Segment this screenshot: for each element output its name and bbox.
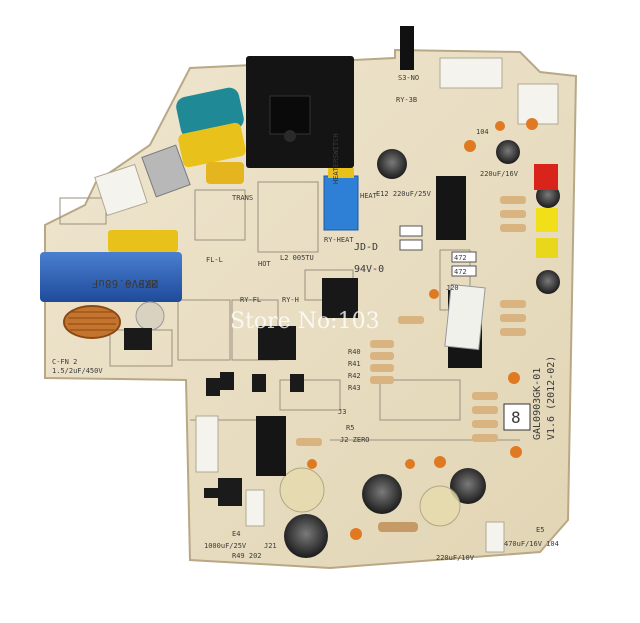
label-r42: R42	[348, 372, 361, 380]
electrolytic-cap-e4	[284, 514, 328, 558]
board-version: V1.6 (2012-02)	[546, 356, 557, 440]
translucent-cap-1	[279, 467, 325, 513]
resistors	[296, 196, 526, 532]
red-led	[534, 164, 558, 190]
eight-label: 8	[511, 408, 521, 427]
label-cap-note: 220uF/10V	[436, 554, 475, 562]
copper-inductor	[63, 305, 121, 339]
x-capacitor	[40, 252, 182, 302]
translucent-capacitor-left	[135, 301, 165, 331]
watermark-text: Store No:103	[230, 309, 380, 334]
label-e5: E5	[536, 526, 544, 534]
regulator	[218, 478, 242, 506]
label-ry-heat: RY-HEAT	[324, 236, 354, 244]
label-trans: TRANS	[232, 194, 253, 202]
inductor-windings	[68, 311, 116, 331]
label-code-1: 472	[454, 254, 467, 262]
label-j3: J3	[338, 408, 346, 416]
connector-top-right-b	[517, 83, 559, 125]
label-r49: R49 202	[232, 552, 262, 560]
label-r40: R40	[348, 348, 361, 356]
label-e12: E12 220uF/25V	[376, 190, 432, 198]
x-cap-line1: MKP 0.68uF	[92, 277, 158, 290]
board-model-code: GAL0903GK-01	[532, 368, 543, 440]
electrolytic-cap-mid	[362, 474, 402, 514]
electrolytic-cap-right	[450, 468, 486, 504]
electrolytic-cap-top-right	[496, 140, 520, 164]
tact-switch	[400, 26, 414, 70]
relay-top-detail	[269, 95, 311, 135]
label-ry-fl: RY-FL	[240, 296, 261, 304]
label-heat: HEAT	[360, 192, 378, 200]
resistor-code-boxes	[399, 225, 477, 277]
sticker-label	[444, 283, 486, 351]
electrolytic-cap-edge	[536, 270, 560, 294]
relay-small	[124, 328, 152, 350]
label-fl-l: FL-L	[206, 256, 223, 264]
diodes	[204, 372, 304, 498]
label-j20: J20	[446, 284, 459, 292]
label-r41: R41	[348, 360, 361, 368]
label-r43: R43	[348, 384, 361, 392]
connector-top-right-a	[439, 57, 503, 89]
maker-mark: JD-D	[354, 242, 378, 253]
label-cfn-spec: 1.5/2uF/450V	[52, 367, 103, 375]
connector-left	[94, 163, 148, 217]
label-heater-switch: HEATERSWITCH	[332, 133, 340, 184]
label-hot: HOT	[258, 260, 271, 268]
fuse-holder	[141, 144, 191, 198]
connector-bottom-right	[485, 521, 505, 553]
yellow-capacitor-small	[206, 162, 244, 184]
yellow-capacitor-wide	[108, 230, 178, 252]
label-cfn: C-FN 2	[52, 358, 77, 366]
yellow-led	[536, 208, 558, 232]
relay-fan-2	[322, 278, 358, 318]
label-s3no: S3-NO	[398, 74, 419, 82]
label-e5-spec: 470uF/16V 104	[504, 540, 559, 548]
blue-relay-yellow-tab	[328, 168, 354, 178]
translucent-cap-2	[419, 485, 461, 527]
label-e11-spec: 220uF/16V	[480, 170, 519, 178]
label-ry3b: RY-3B	[396, 96, 417, 104]
yellow-led-2	[536, 238, 558, 258]
label-104: 104	[476, 128, 489, 136]
cert-mark: 94V-0	[354, 264, 384, 275]
ceramic-caps	[307, 118, 538, 540]
label-ry-h: RY-H	[282, 296, 299, 304]
label-j2-zero: J2 ZERO	[340, 436, 370, 444]
label-code-2: 472	[454, 268, 467, 276]
label-j21: J21	[264, 542, 277, 550]
relay-screw	[284, 130, 296, 142]
relay-fan-1	[258, 326, 296, 360]
label-r5: R5	[346, 424, 354, 432]
label-e4: E4	[232, 530, 240, 538]
label-e4-spec: 1000uF/25V	[204, 542, 247, 550]
x-cap-line2: 275V~	[125, 277, 158, 290]
transistor-array	[256, 416, 286, 476]
mcu-chip	[436, 176, 466, 240]
blue-heater-relay	[323, 175, 359, 231]
eight-box	[503, 403, 531, 431]
electrolytic-cap-e12	[377, 149, 407, 179]
label-l2: L2 005TU	[280, 254, 314, 262]
connector-bottom-left	[195, 415, 219, 473]
yellow-film-capacitor	[178, 122, 246, 168]
connector-mid-left	[245, 489, 265, 527]
